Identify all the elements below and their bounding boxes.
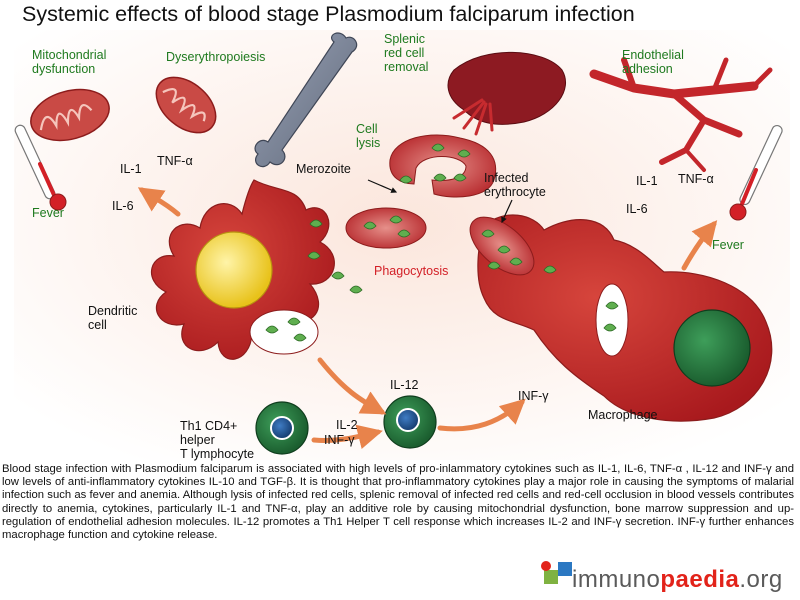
- arrow-il12: [317, 357, 387, 415]
- merozoite-pointer: [367, 179, 398, 193]
- free-parasites: [307, 219, 557, 294]
- infected-erythrocyte: [345, 207, 427, 249]
- label-dyserythropoiesis: Dyserythropoiesis: [166, 50, 266, 64]
- label-il1-right: IL-1: [636, 174, 658, 188]
- label-inf-gamma-th1: INF-γ: [324, 433, 355, 447]
- logo-text: immunopaedia.org: [572, 566, 783, 594]
- logo-part-paedia: paedia: [660, 566, 740, 593]
- macrophage-nucleus: [673, 309, 751, 387]
- cytokine-arrows: [137, 187, 718, 449]
- label-macrophage: Macrophage: [588, 408, 658, 422]
- logo-part-immuno: immuno: [572, 566, 661, 593]
- pointer-arrows: [367, 179, 513, 224]
- label-tnf-right: TNF-α: [678, 172, 714, 186]
- arrow-infg-macrophage: [437, 398, 526, 432]
- merozoite-parasites: [399, 143, 471, 184]
- mitochondrion-icon: [30, 88, 110, 142]
- label-phagocytosis: Phagocytosis: [374, 264, 449, 278]
- dendritic-cell: [150, 179, 335, 360]
- arrow-il2-infg: [311, 424, 383, 449]
- diagram-illustration: [14, 30, 790, 460]
- erythrocyte-pointer: [501, 199, 513, 224]
- caption-text: Blood stage infection with Plasmodium fa…: [2, 463, 794, 542]
- label-fever-right: Fever: [712, 238, 744, 252]
- dendritic-nucleus: [195, 231, 273, 309]
- spleen-icon: [447, 51, 567, 136]
- arrow-macrophage-cytokines: [681, 220, 718, 271]
- lysing-red-cell: [389, 134, 497, 198]
- activated-t-cell: [383, 395, 437, 449]
- label-il6-left: IL-6: [112, 199, 134, 213]
- label-il2: IL-2: [336, 418, 358, 432]
- infected-erythrocyte: [469, 216, 535, 276]
- label-tnf-left: TNF-α: [157, 154, 193, 168]
- blood-vessel-icon: [589, 57, 773, 172]
- arrow-dendritic-cytokines: [137, 187, 181, 217]
- label-il6-right: IL-6: [626, 202, 648, 216]
- phagosome: [249, 309, 319, 355]
- label-inf-gamma-macrophage: INF-γ: [518, 389, 549, 403]
- diagram-title: Systemic effects of blood stage Plasmodi…: [22, 2, 635, 26]
- label-merozoite: Merozoite: [296, 162, 351, 176]
- logo-cubes-icon: [541, 561, 572, 584]
- bone-icon: [254, 32, 358, 168]
- th1-lymphocyte: [255, 401, 309, 455]
- label-il12: IL-12: [390, 378, 419, 392]
- phagosome: [595, 283, 629, 357]
- mitochondrion-icon: [155, 76, 217, 134]
- logo-part-org: .org: [739, 566, 783, 593]
- label-il1-left: IL-1: [120, 162, 142, 176]
- thermometer-icon: [729, 124, 783, 221]
- immunopaedia-logo[interactable]: immunopaedia.org: [541, 552, 798, 598]
- thermometer-icon: [14, 124, 67, 211]
- label-fever-left: Fever: [32, 206, 64, 220]
